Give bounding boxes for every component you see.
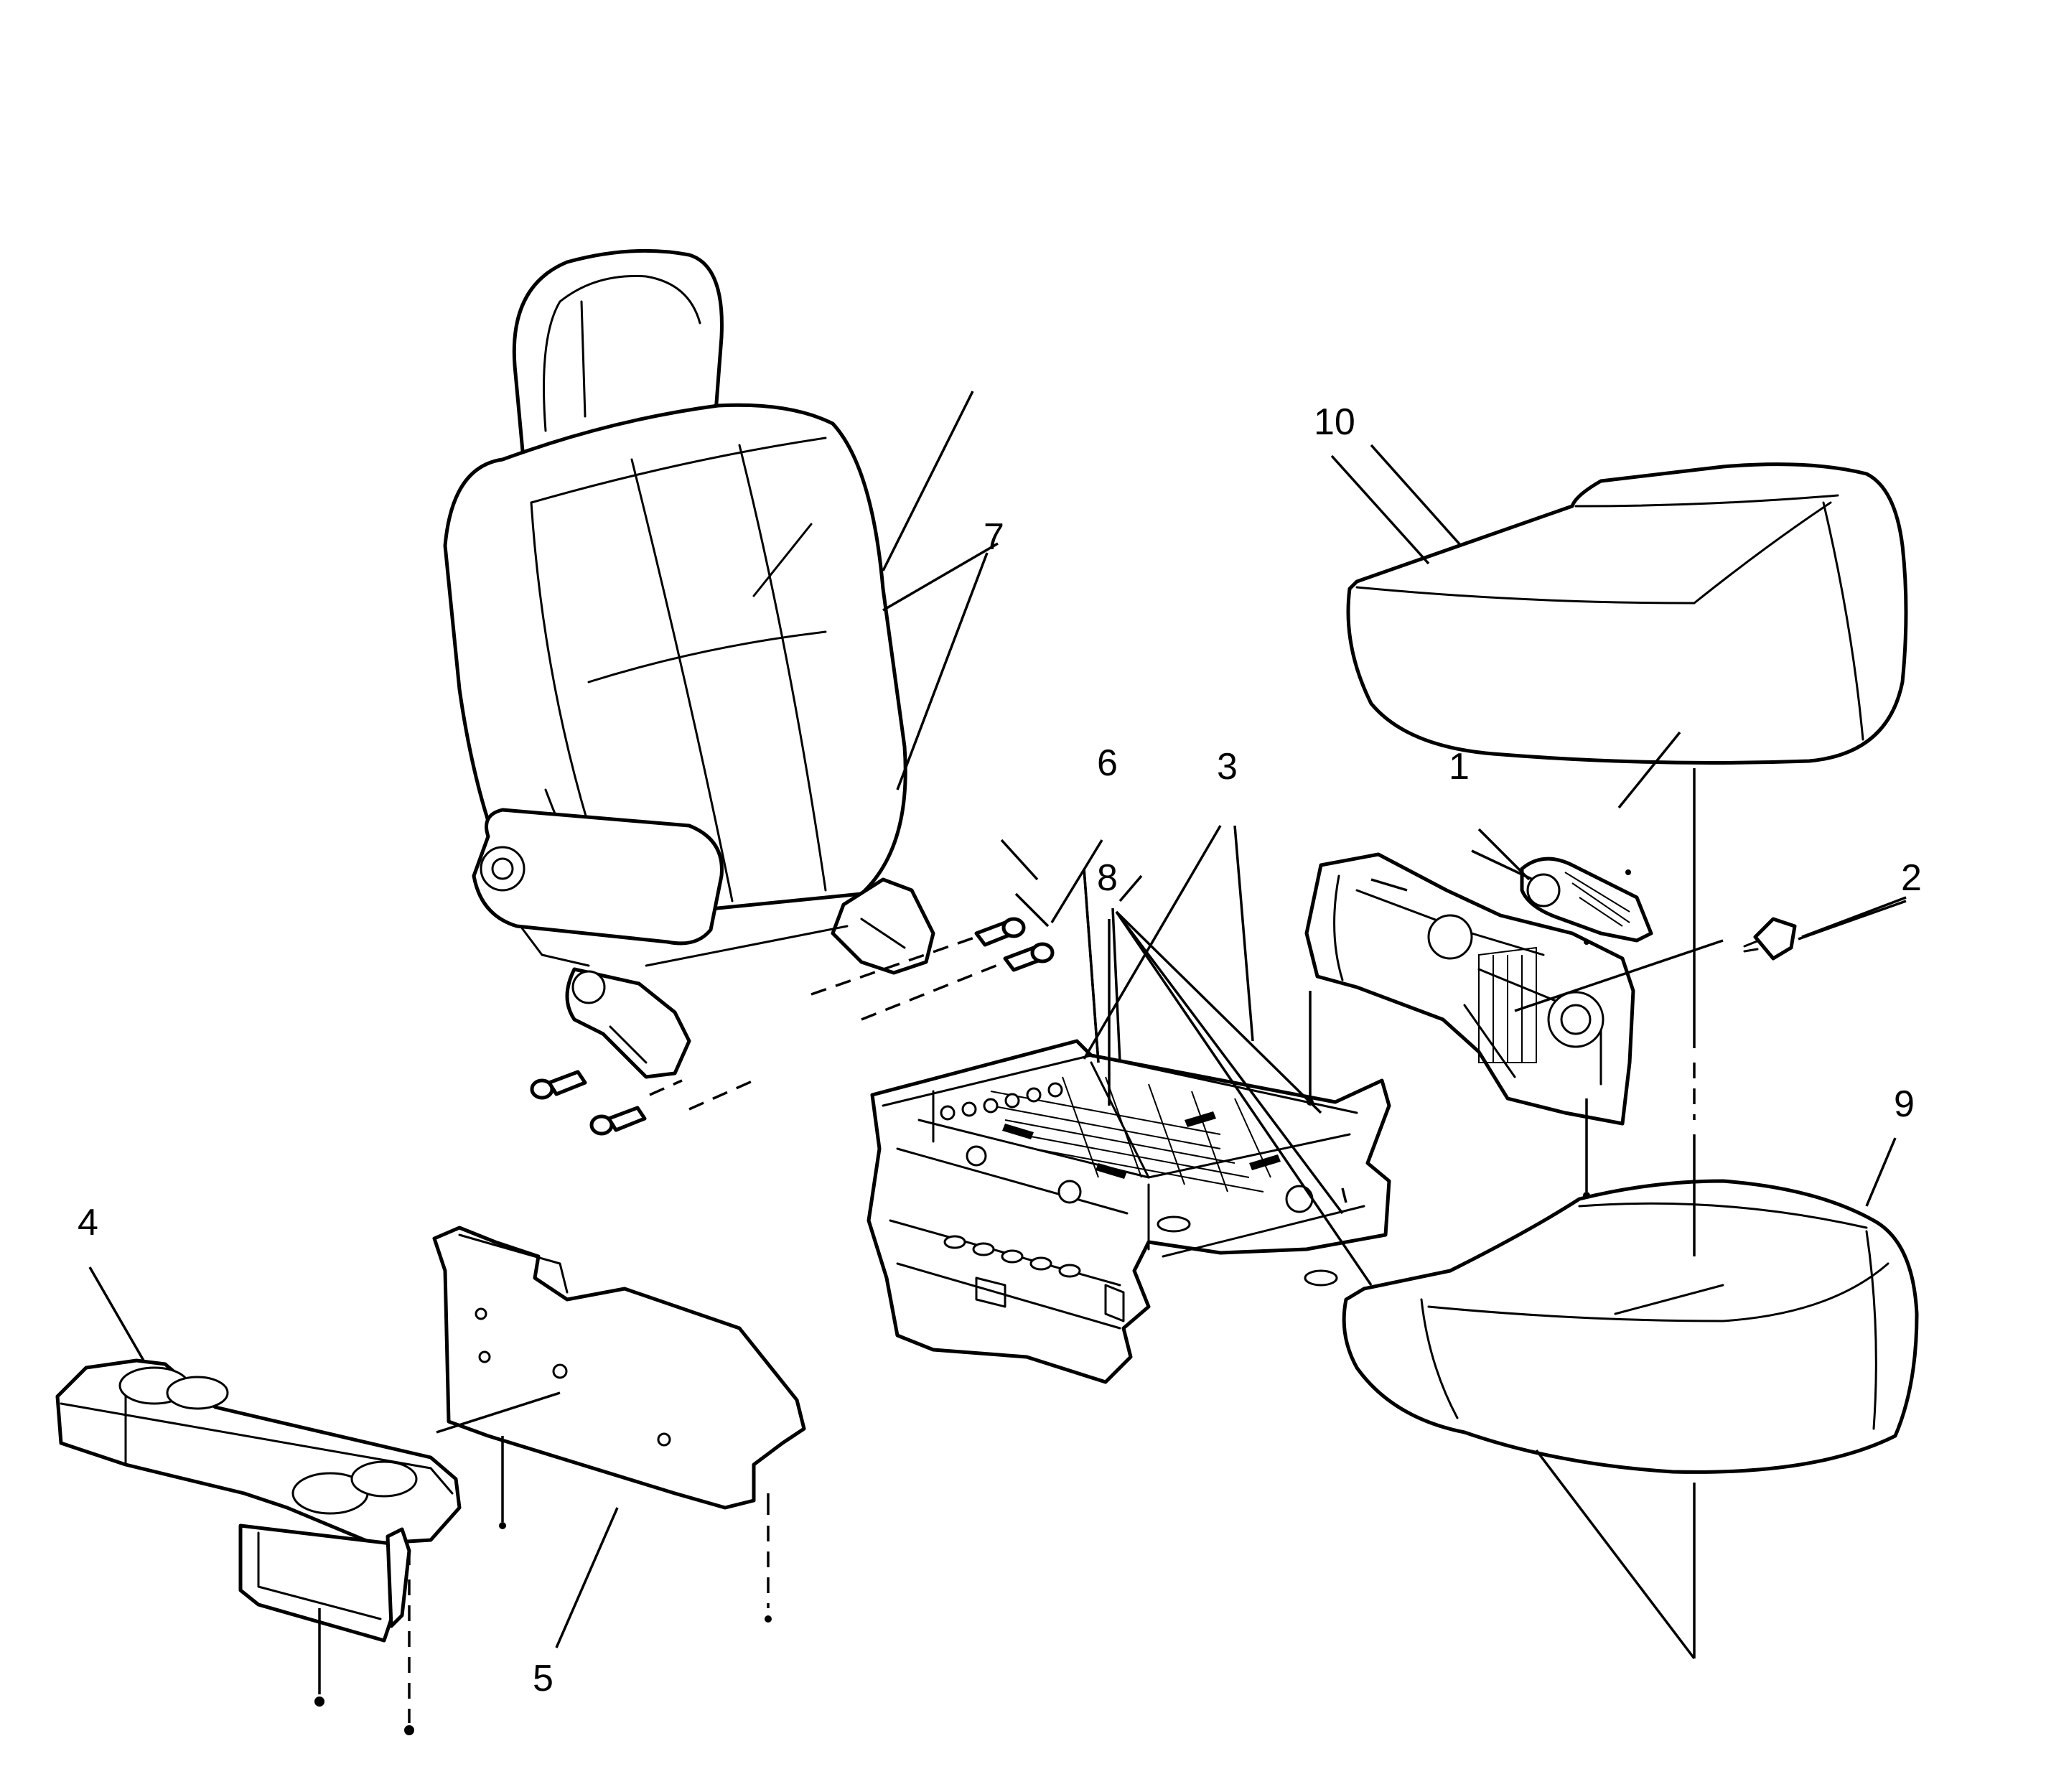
seat-cushion <box>1342 1179 1919 1474</box>
assembly-lines <box>436 768 1724 1660</box>
side-shield <box>1304 852 1635 1126</box>
callout-10: 10 <box>1314 401 1355 443</box>
cup-holder-console <box>55 1358 462 1643</box>
push-in-clip <box>1743 917 1797 961</box>
seat-adjuster-frame <box>866 1039 1391 1384</box>
callout-2: 2 <box>1901 857 1922 899</box>
callout-8: 8 <box>1097 857 1118 899</box>
callout-6: 6 <box>1097 742 1118 784</box>
seat-back <box>443 248 935 1079</box>
bolts <box>530 917 1055 1136</box>
callout-7: 7 <box>984 516 1004 558</box>
callout-labels: 10 7 6 3 1 2 8 9 4 5 <box>78 401 1922 1699</box>
bolt-lower-2 <box>589 1106 647 1136</box>
bolt-upper-2 <box>1003 942 1055 972</box>
callout-5: 5 <box>533 1658 553 1699</box>
bolt-upper-1 <box>974 917 1026 947</box>
screws <box>314 869 1631 1735</box>
callout-4: 4 <box>78 1202 98 1243</box>
recline-handle <box>1520 857 1653 943</box>
callout-9: 9 <box>1894 1083 1915 1125</box>
leader-lines <box>88 391 1907 1648</box>
seat-cushion-cover <box>1346 462 1908 765</box>
callout-1: 1 <box>1449 746 1470 788</box>
callout-3: 3 <box>1217 746 1238 788</box>
inner-side-shield <box>432 1226 806 1510</box>
bolt-lower-1 <box>530 1070 587 1100</box>
